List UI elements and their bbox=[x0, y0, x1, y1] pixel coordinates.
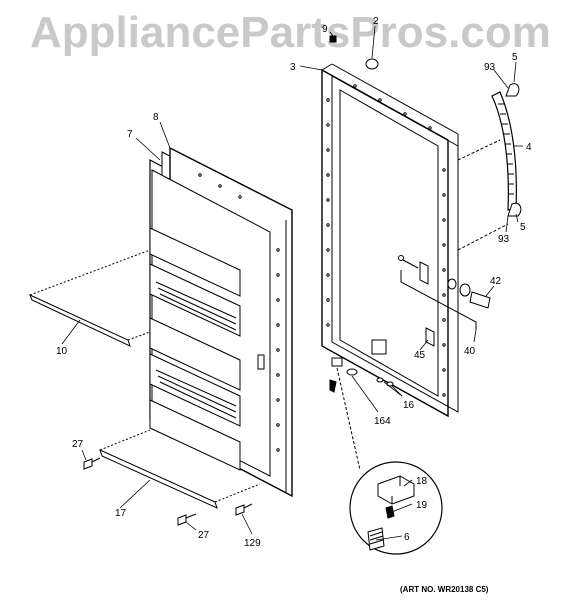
callout-8: 8 bbox=[153, 112, 159, 123]
callout-129: 129 bbox=[244, 538, 261, 549]
callout-10: 10 bbox=[56, 346, 68, 357]
callout-27-bottom: 27 bbox=[198, 530, 210, 541]
hinge-hardware bbox=[398, 255, 491, 347]
trim-screws bbox=[83, 457, 253, 526]
detail-inset bbox=[336, 367, 443, 555]
shelf-bar bbox=[29, 249, 151, 347]
callout-27-left: 27 bbox=[72, 439, 84, 450]
art-number: (ART NO. WR20138 C5) bbox=[400, 585, 489, 594]
leader-lines bbox=[61, 25, 523, 541]
callout-3: 3 bbox=[290, 62, 296, 73]
liner-edge-rivets bbox=[198, 173, 280, 452]
watermark-logo: AppliancePartsPros.com bbox=[30, 8, 551, 57]
callout-17: 17 bbox=[115, 508, 127, 519]
panel-rivets bbox=[326, 84, 446, 397]
callout-93-bottom: 93 bbox=[498, 234, 510, 245]
callout-2: 2 bbox=[373, 16, 379, 27]
door-handle bbox=[457, 83, 522, 251]
callout-93-top: 93 bbox=[484, 62, 496, 73]
callout-40: 40 bbox=[464, 346, 476, 357]
callout-5-top: 5 bbox=[512, 52, 518, 63]
callout-labels: 2 3 4 5 5 6 7 8 9 10 16 17 18 19 27 27 4… bbox=[56, 16, 532, 549]
callout-9: 9 bbox=[322, 24, 328, 35]
bottom-small-parts bbox=[329, 357, 394, 393]
door-liner bbox=[149, 146, 293, 498]
callout-18: 18 bbox=[416, 476, 428, 487]
callout-6: 6 bbox=[404, 532, 410, 543]
outer-door-panel bbox=[321, 63, 459, 418]
callout-7: 7 bbox=[127, 129, 133, 140]
callout-164: 164 bbox=[374, 416, 391, 427]
callout-45: 45 bbox=[414, 350, 426, 361]
callout-16: 16 bbox=[403, 400, 415, 411]
screw-9 bbox=[329, 35, 337, 43]
callout-19: 19 bbox=[416, 500, 428, 511]
door-shelves bbox=[149, 227, 241, 471]
callout-5-bottom: 5 bbox=[520, 222, 526, 233]
bottom-trim bbox=[99, 429, 261, 509]
plug bbox=[365, 58, 379, 70]
callout-42: 42 bbox=[490, 276, 502, 287]
callout-4: 4 bbox=[526, 142, 532, 153]
